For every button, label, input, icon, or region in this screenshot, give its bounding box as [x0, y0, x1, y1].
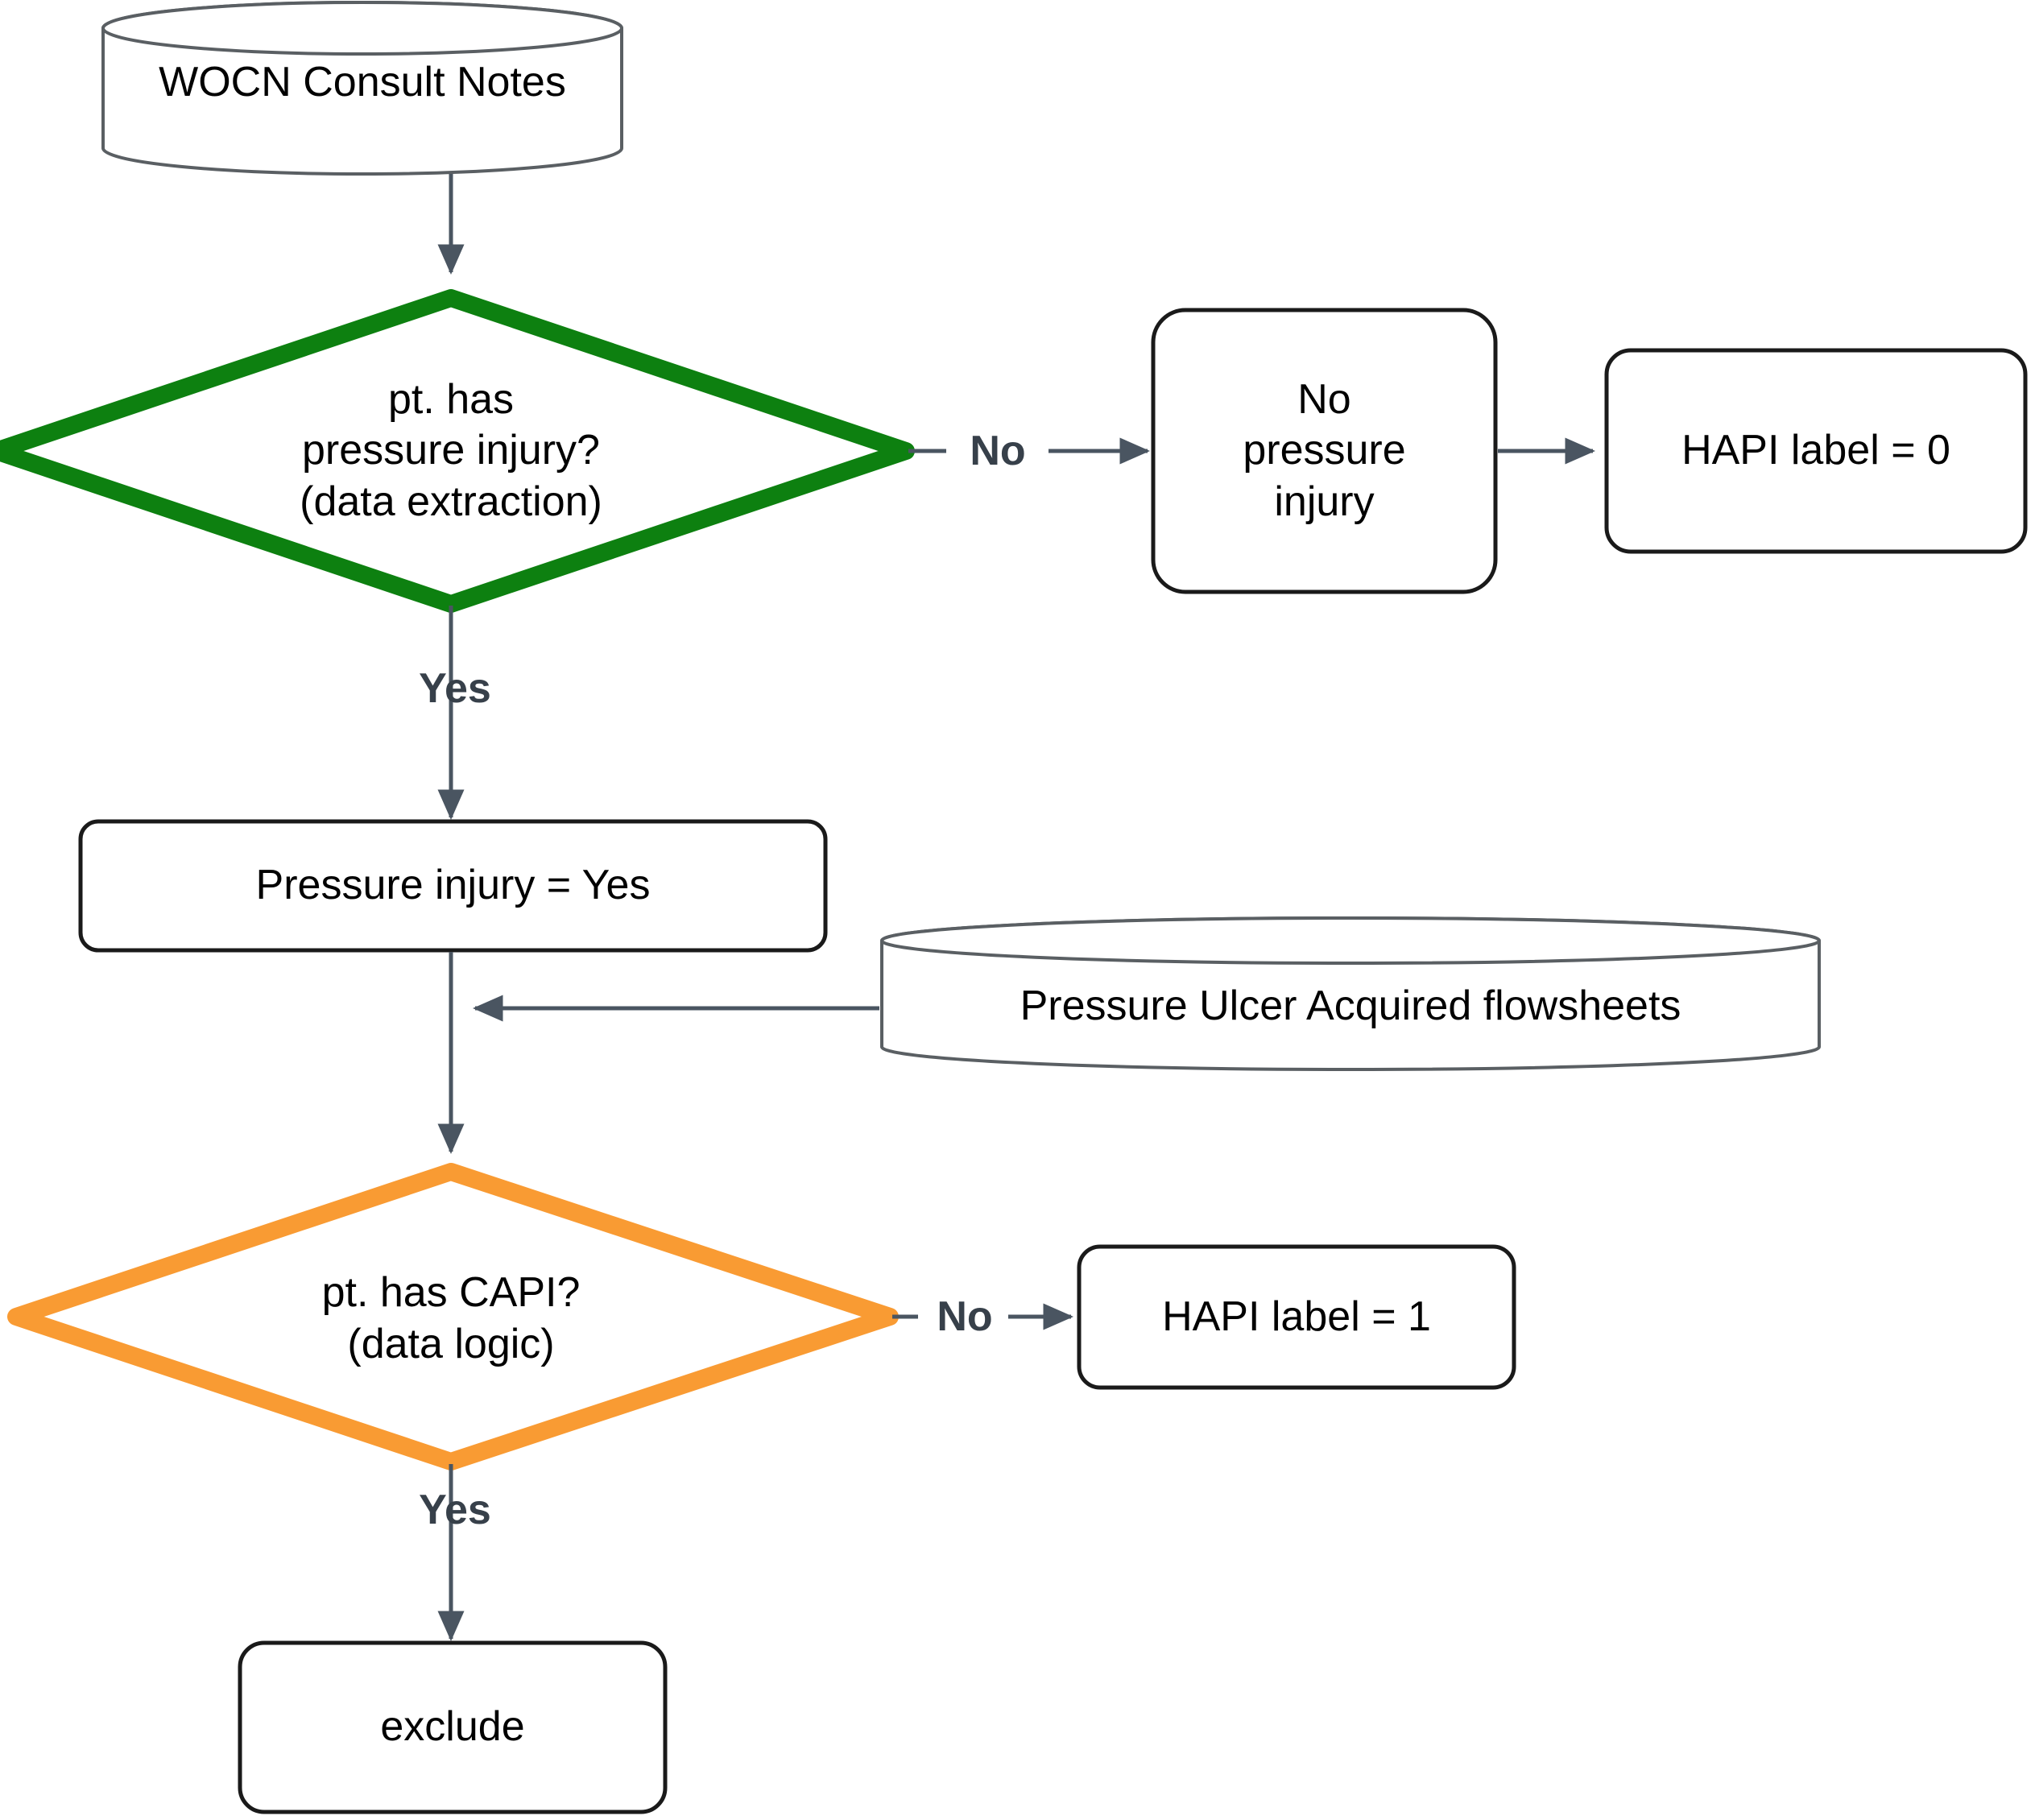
hit-hapi-label-0[interactable]	[1607, 350, 2025, 552]
hit-pressure-injury-yes[interactable]	[81, 821, 825, 950]
hit-pt-has-capi[interactable]	[16, 1172, 890, 1462]
hit-pt-has-pressure-injury[interactable]	[0, 298, 906, 604]
edge-label-no-lower: No	[937, 1293, 993, 1340]
hit-hapi-label-1[interactable]	[1079, 1247, 1514, 1388]
edge-label-yes-lower: Yes	[419, 1487, 491, 1533]
hit-wocn-consult-notes[interactable]	[103, 2, 622, 176]
edge-label-yes-upper: Yes	[419, 665, 491, 712]
hit-exclude[interactable]	[240, 1643, 665, 1812]
hit-pressure-ulcer-acquired-flowsheets[interactable]	[882, 918, 1819, 1071]
hit-no-pressure-injury[interactable]	[1153, 310, 1495, 592]
edge-label-no-upper: No	[970, 428, 1026, 474]
